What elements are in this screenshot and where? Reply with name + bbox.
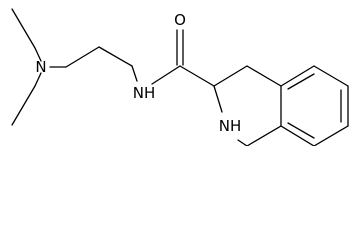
benzene-ring: [280, 65, 349, 146]
bond-c5-c6: [313, 65, 349, 87]
bond-c3-c4: [213, 65, 248, 87]
bond-chain-nh: [131, 65, 138, 82]
amide-nh-label: NH: [133, 84, 156, 102]
bond-carbonyl-c3: [179, 65, 215, 87]
bond-ethyl1-ch3-ch2: [11, 8, 36, 49]
bond-chain-1: [65, 46, 100, 68]
bond-c8a-c1: [246, 125, 282, 146]
bond-c1-n2: [237, 139, 248, 146]
bond-c4a-c5: [280, 65, 315, 87]
ethylene-linker: [65, 46, 138, 82]
amine-nitrogen-label: N: [35, 58, 46, 76]
bond-ethyl1-ch2-n: [34, 47, 42, 62]
bond-c8-c8a: [280, 125, 315, 146]
bond-ethyl2-ch2-ch3: [11, 85, 36, 126]
diethylamino-group: [11, 8, 67, 126]
tetrahydro-ring: [213, 65, 282, 146]
bond-chain-2: [98, 46, 133, 67]
carbonyl-oxygen-label: O: [174, 11, 186, 29]
bond-c7-c8: [313, 125, 349, 146]
bond-n2-c3: [213, 85, 223, 113]
amide-group: [151, 29, 215, 87]
bond-c4-c4a: [246, 65, 282, 87]
bond-n-ethyl2-ch2: [34, 72, 42, 87]
structure-diagram: N NH O NH: [11, 8, 349, 146]
bond-aromatic-inner-1: [287, 73, 315, 90]
bond-nh-carbonyl: [151, 65, 181, 85]
ring-nh-label: NH: [219, 117, 242, 135]
bond-aromatic-inner-3: [287, 122, 315, 139]
